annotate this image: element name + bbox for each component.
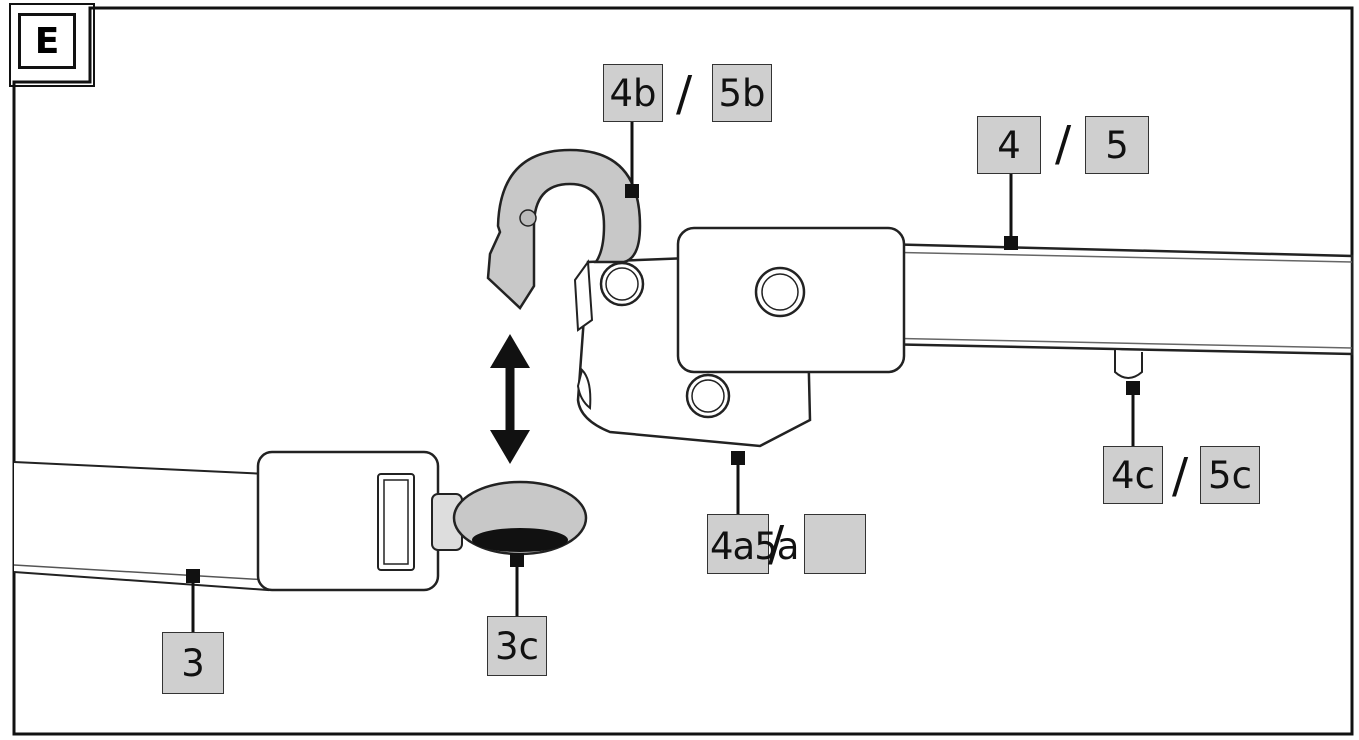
hook-part-4b — [486, 148, 642, 310]
callout-4a-5a-text: 4a5a — [710, 525, 799, 568]
tube-part-3 — [13, 461, 269, 592]
callout-5a-box — [804, 514, 866, 574]
diagram-frame — [12, 6, 1354, 736]
eye-part-3c — [452, 480, 588, 556]
callout-4b: 4b — [603, 64, 663, 122]
end-cap-part-3 — [256, 450, 463, 592]
callout-separator: / — [1172, 448, 1189, 504]
tube-part-4 — [878, 242, 1354, 356]
callout-separator: / — [1055, 116, 1072, 172]
leader-lines — [191, 122, 1135, 632]
leader-endpoints — [186, 184, 1140, 583]
callout-separator: / — [676, 66, 693, 122]
callout-3: 3 — [162, 632, 224, 694]
double-arrow-icon — [490, 334, 530, 464]
callout-separator: / — [768, 516, 785, 572]
callout-5: 5 — [1085, 116, 1149, 174]
callout-4c: 4c — [1103, 446, 1163, 504]
callout-4: 4 — [977, 116, 1041, 174]
callout-4a-box — [707, 514, 769, 574]
callout-3c: 3c — [487, 616, 547, 676]
coupling-block-part-4 — [676, 226, 906, 374]
callout-5b: 5b — [712, 64, 772, 122]
nub-part-4c — [1114, 350, 1143, 379]
panel-letter: E — [18, 13, 76, 69]
callout-5c: 5c — [1200, 446, 1260, 504]
